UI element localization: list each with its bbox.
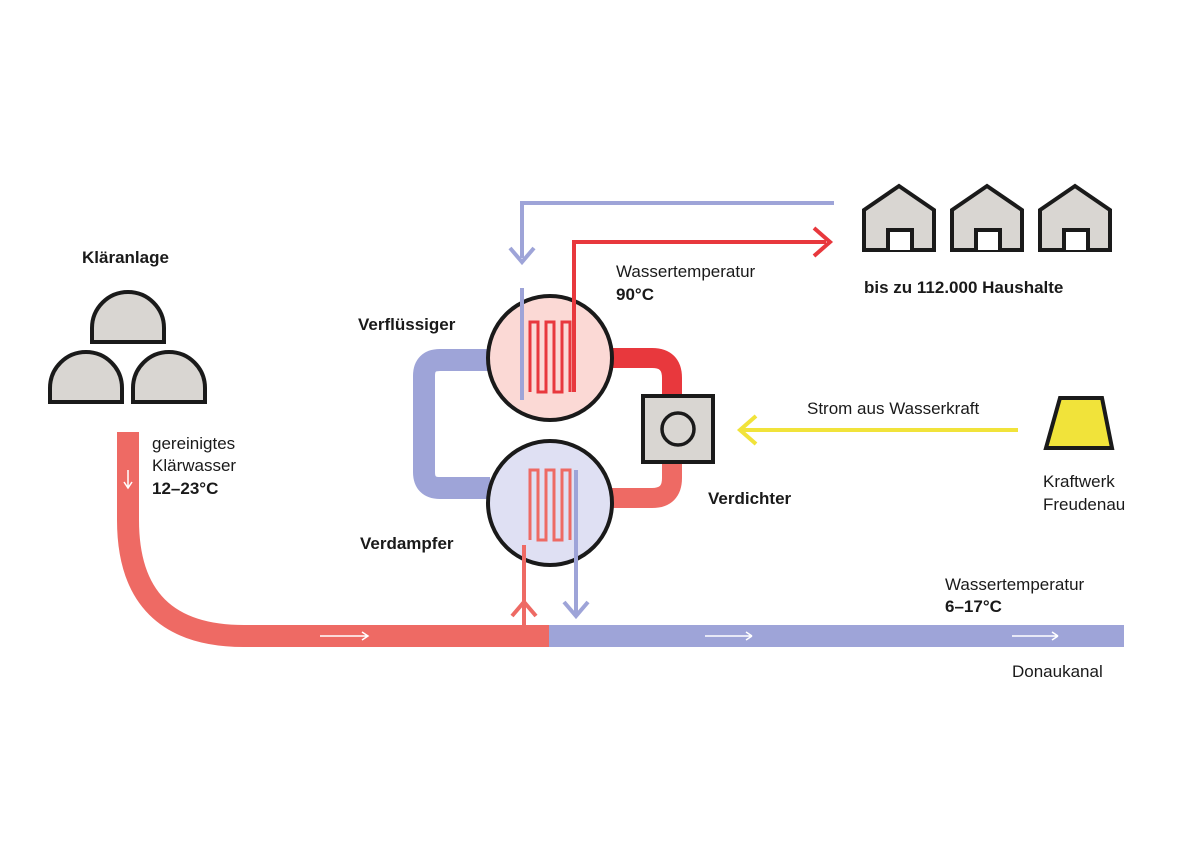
treated-water-temp: 12–23°C [152,479,218,498]
households-label: bis zu 112.000 Haushalte [864,278,1063,297]
condenser-label: Verflüssiger [358,315,456,334]
supply-arrow-right-icon [812,226,834,258]
evaporator [486,439,614,567]
treatment-plant-label: Kläranlage [82,248,169,267]
outlet-arrow-down-icon [562,600,590,620]
flow-arrow-left-icon [626,368,635,378]
canal-temp-label: Wassertemperatur [945,575,1085,594]
flow-line [439,375,478,473]
power-plant-label-1: Kraftwerk [1043,472,1115,491]
house-icon [950,183,1024,252]
canal-temp-value: 6–17°C [945,597,1002,616]
refrigerant-loop-hot [612,348,682,396]
refrigerant-loop-warm [612,462,682,508]
evaporator-label: Verdampfer [360,534,454,553]
house-icon [1038,183,1112,252]
return-pipe [520,201,834,258]
supply-temp-value: 90°C [616,285,654,304]
supply-temp-label: Wassertemperatur [616,262,756,281]
treated-water-label-1: gereinigtes [152,434,235,453]
treated-water-pipe [117,432,549,647]
danube-canal-pipe [549,625,1124,647]
houses-group [862,183,1112,252]
flow-arrow-down-icon [123,470,133,490]
dome-tank-left [48,350,124,404]
flow-arrow-right-icon [705,631,753,641]
canal-label: Donaukanal [1012,662,1103,681]
power-arrow-left-icon [736,414,758,446]
flow-line [628,372,657,380]
power-plant-icon [1043,396,1115,450]
house-icon [862,183,936,252]
condenser [486,294,614,422]
compressor-label: Verdichter [708,489,792,508]
treated-water-label-2: Klärwasser [152,456,236,475]
dome-tank-right [131,350,207,404]
supply-pipe [572,240,826,392]
flow-arrow-right-icon [320,631,370,641]
evaporator-coil [528,468,572,542]
flow-arrow-right-icon [1012,631,1059,641]
flow-arrow-up-icon [435,402,445,411]
power-plant-label-2: Freudenau [1043,495,1125,514]
compressor-icon [641,394,715,464]
return-arrow-down-icon [508,246,536,266]
power-label: Strom aus Wasserkraft [807,399,980,418]
condenser-coil [528,320,572,394]
treatment-plant-icon [48,290,207,404]
dome-tank-top [90,290,166,344]
refrigerant-loop-cold [413,349,490,499]
inlet-arrow-up-icon [510,598,538,618]
